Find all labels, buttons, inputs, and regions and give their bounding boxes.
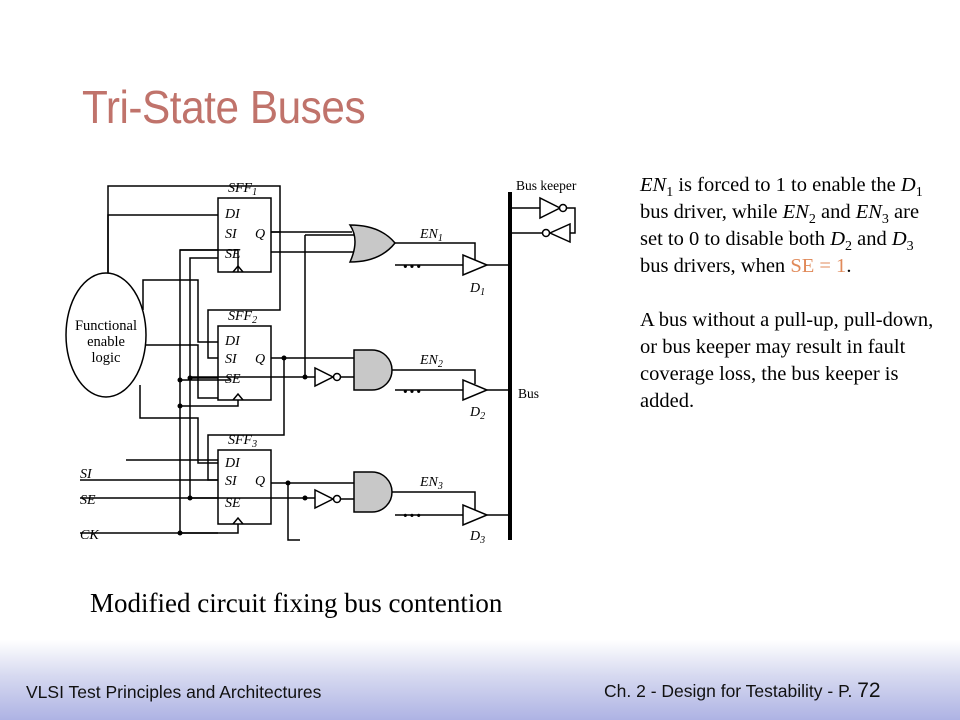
and-gate-3 (353, 471, 393, 513)
page-number: 72 (857, 679, 881, 702)
footer-band (0, 640, 960, 720)
dots-1: ··· (402, 256, 422, 278)
ff1-se: SE (225, 247, 241, 262)
or-gate-1 (348, 224, 396, 263)
ff1-di: DI (224, 207, 241, 222)
ff2-se: SE (225, 372, 241, 387)
diagram-caption: Modified circuit fixing bus contention (90, 588, 503, 618)
ff2-si: SI (225, 352, 238, 367)
ff-box-3 (217, 449, 272, 525)
inverter-2 (314, 366, 335, 388)
functional-logic-ellipse (65, 272, 147, 398)
logic-label-2: enable (87, 334, 125, 350)
ff-box-2 (217, 325, 272, 401)
ff-label-2: SFF2 (228, 309, 257, 326)
ff1-q: Q (255, 227, 265, 242)
ff3-se: SE (225, 496, 241, 511)
circuit-diagram: SFF1 SFF2 SFF3 DI SI SE Q DI SI SE Q DI … (65, 178, 577, 546)
ff3-di: DI (224, 456, 241, 471)
ff-label-1: SFF1 (228, 181, 257, 198)
logic-label-3: logic (92, 350, 121, 366)
bus-label: Bus (518, 386, 539, 401)
keeper-inverter-bottom (548, 222, 571, 244)
slide-title: Tri-State Buses (82, 81, 366, 133)
and-gate-2 (353, 349, 393, 391)
dots-2: ··· (402, 381, 422, 403)
ff3-q: Q (255, 474, 265, 489)
footer-chapter-page: Ch. 2 - Design for Testability - P. 72 (604, 679, 881, 702)
se-input-label: SE (80, 493, 96, 508)
notes-paragraph-2: A bus without a pull-up, pull-down, or b… (640, 309, 934, 412)
en3-label: EN3 (419, 475, 443, 492)
si-input-label: SI (80, 467, 93, 482)
ff2-di: DI (224, 334, 241, 349)
ff-box-1 (217, 197, 272, 273)
dots-3: ··· (402, 505, 422, 527)
en1-label: EN1 (419, 227, 443, 244)
notes-panel: EN1 is forced to 1 to enable the D1 bus … (640, 172, 940, 442)
ff1-si: SI (225, 227, 238, 242)
notes-paragraph-1: EN1 is forced to 1 to enable the D1 bus … (640, 174, 923, 277)
ck-input-label: CK (80, 528, 99, 543)
footer-course-title: VLSI Test Principles and Architectures (26, 682, 322, 702)
d2-label: D2 (469, 405, 485, 422)
keeper-inverter-top (539, 196, 562, 220)
en2-label: EN2 (419, 353, 443, 370)
ff-label-3: SFF3 (228, 433, 257, 450)
logic-label-1: Functional (75, 318, 137, 334)
ff3-si: SI (225, 474, 238, 489)
bus-keeper-label: Bus keeper (516, 178, 577, 193)
se-condition: SE = 1 (790, 255, 847, 277)
d3-label: D3 (469, 529, 485, 546)
inverter-3 (314, 488, 335, 510)
ff2-q: Q (255, 352, 265, 367)
d1-label: D1 (469, 281, 485, 298)
